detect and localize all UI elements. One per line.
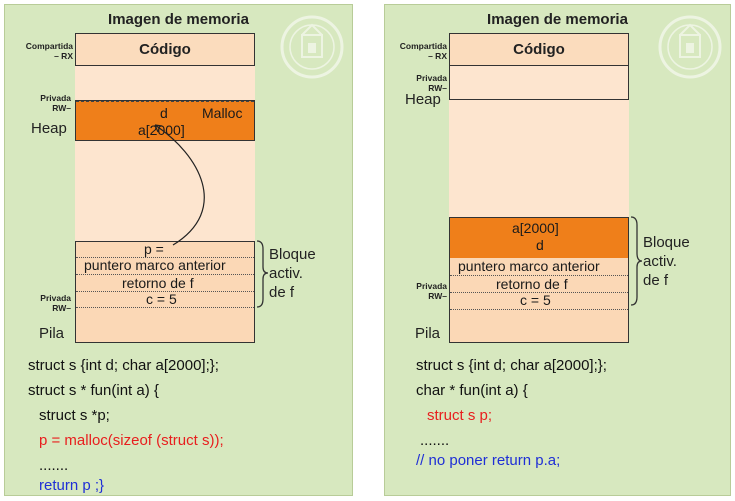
activation-block-label: Bloque activ. de f [269, 246, 316, 301]
stack-frame-prev: puntero marco anterior [458, 258, 600, 274]
stack-field-d: d [536, 237, 544, 253]
shared-label: Compartida– RX [399, 41, 447, 61]
free-area [75, 141, 255, 241]
stack-return: retorno de f [496, 276, 568, 292]
university-seal-icon [280, 15, 344, 79]
shared-label: Compartida– RX [25, 41, 73, 61]
code-line-5: // no poner return p.a; [416, 452, 561, 469]
stack-field-c: c = 5 [520, 292, 551, 308]
memory-image-panel-left: Imagen de memoria Código Compartida– RX … [4, 4, 353, 496]
panel-title: Imagen de memoria [108, 11, 249, 28]
memory-image-panel-right: Imagen de memoria Código Compartida– RX … [384, 4, 731, 496]
university-seal-icon [658, 15, 722, 79]
stack-field-a: a[2000] [512, 220, 559, 236]
stack-struct-area [450, 218, 628, 258]
stack-frame-prev: puntero marco anterior [84, 257, 226, 273]
code-segment: Código [449, 33, 629, 66]
heap-label: Heap [405, 91, 441, 108]
code-line-5: ....... [39, 457, 69, 474]
data-area [449, 66, 629, 100]
code-segment: Código [75, 33, 255, 66]
panel-title: Imagen de memoria [487, 11, 628, 28]
free-area [449, 100, 629, 218]
stack-field-c: c = 5 [146, 291, 177, 307]
heap-malloc-label: Malloc [202, 105, 243, 121]
heap-label: Heap [31, 120, 67, 137]
code-line-4: ....... [420, 432, 450, 449]
code-line-3: struct s *p; [39, 407, 110, 424]
code-line-4: p = malloc(sizeof (struct s)); [39, 432, 224, 449]
stack-frame: p = puntero marco anterior retorno de f … [75, 241, 255, 343]
stack-field-p: p = [144, 241, 164, 257]
activation-block-label: Bloque activ. de f [643, 234, 690, 289]
code-line-2: char * fun(int a) { [416, 382, 528, 399]
code-line-6: return p ;} [39, 477, 105, 494]
code-line-1: struct s {int d; char a[2000];}; [416, 357, 607, 374]
code-line-3: struct s p; [427, 407, 493, 424]
code-line-1: struct s {int d; char a[2000];}; [28, 357, 219, 374]
data-area [75, 66, 255, 100]
heap-field-d: d [160, 105, 168, 121]
stack-label: Pila [39, 325, 65, 342]
brace-and-arrow [154, 124, 269, 308]
stack-return: retorno de f [122, 275, 194, 291]
stack-label: Pila [415, 325, 441, 342]
heap-malloc-block: d Malloc a[2000] [75, 100, 255, 141]
activation-brace [630, 216, 643, 306]
stack-frame: a[2000] d puntero marco anterior retorno… [449, 217, 629, 343]
code-line-2: struct s * fun(int a) { [28, 382, 159, 399]
